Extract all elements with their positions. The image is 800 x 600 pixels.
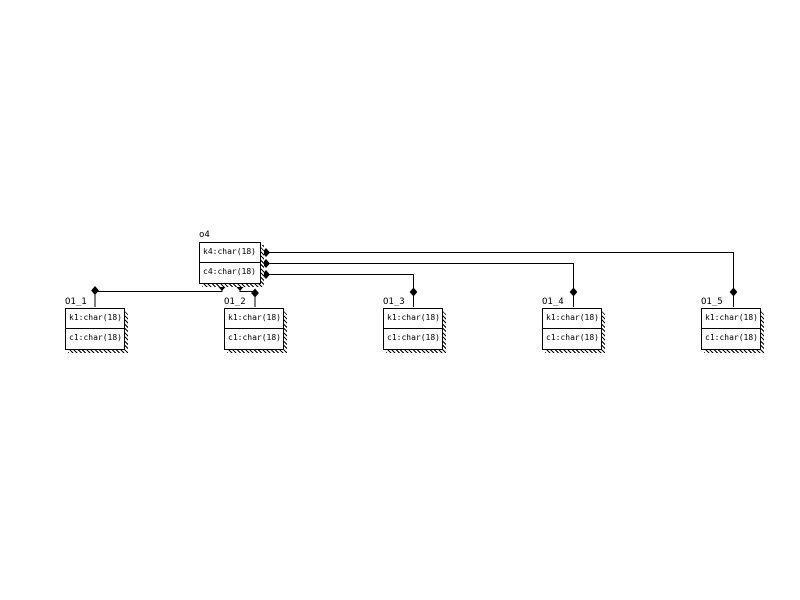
relationship-line-o1-4 [264,263,574,307]
entity-divider [384,328,442,329]
entity-divider [225,328,283,329]
entity-attribute: c4:char(18) [203,268,256,276]
relationship-end-dot-o1-2-child [251,288,259,298]
entity-o1-3[interactable]: k1:char(18) c1:char(18) [383,308,443,350]
entity-attribute: c1:char(18) [546,334,599,342]
entity-attribute-key: k1:char(18) [546,314,599,322]
relationship-end-dot-o1-5-child [729,287,738,297]
entity-name-o4: o4 [199,230,210,240]
entity-name-o1-4: O1_4 [542,297,564,307]
entity-attribute: c1:char(18) [228,334,281,342]
entity-name-o1-5: O1_5 [701,297,723,307]
entity-attribute-key: k1:char(18) [705,314,758,322]
relationship-end-dot-o1-1-child [91,286,99,295]
entity-attribute: c1:char(18) [69,334,122,342]
entity-attribute: c1:char(18) [705,334,758,342]
entity-attribute-key: k1:char(18) [387,314,440,322]
entity-divider [200,262,260,263]
entity-o1-4[interactable]: k1:char(18) c1:char(18) [542,308,602,350]
entity-attribute-key: k1:char(18) [69,314,122,322]
entity-divider [543,328,601,329]
entity-o4[interactable]: k4:char(18) c4:char(18) [199,242,261,284]
entity-o1-2[interactable]: k1:char(18) c1:char(18) [224,308,284,350]
entity-attribute-key: k4:char(18) [203,248,256,256]
entity-name-o1-3: O1_3 [383,297,405,307]
entity-o1-5[interactable]: k1:char(18) c1:char(18) [701,308,761,350]
entity-o1-1[interactable]: k1:char(18) c1:char(18) [65,308,125,350]
entity-attribute: c1:char(18) [387,334,440,342]
entity-divider [702,328,760,329]
entity-name-o1-1: O1_1 [65,297,87,307]
relationship-end-dot-o1-4-child [569,287,578,297]
entity-attribute-key: k1:char(18) [228,314,281,322]
relationship-line-o1-5 [264,252,734,307]
relationship-end-dot-o1-3-child [409,287,418,297]
entity-name-o1-2: O1_2 [224,297,246,307]
relationship-line-o1-1 [94,286,223,307]
entity-divider [66,328,124,329]
